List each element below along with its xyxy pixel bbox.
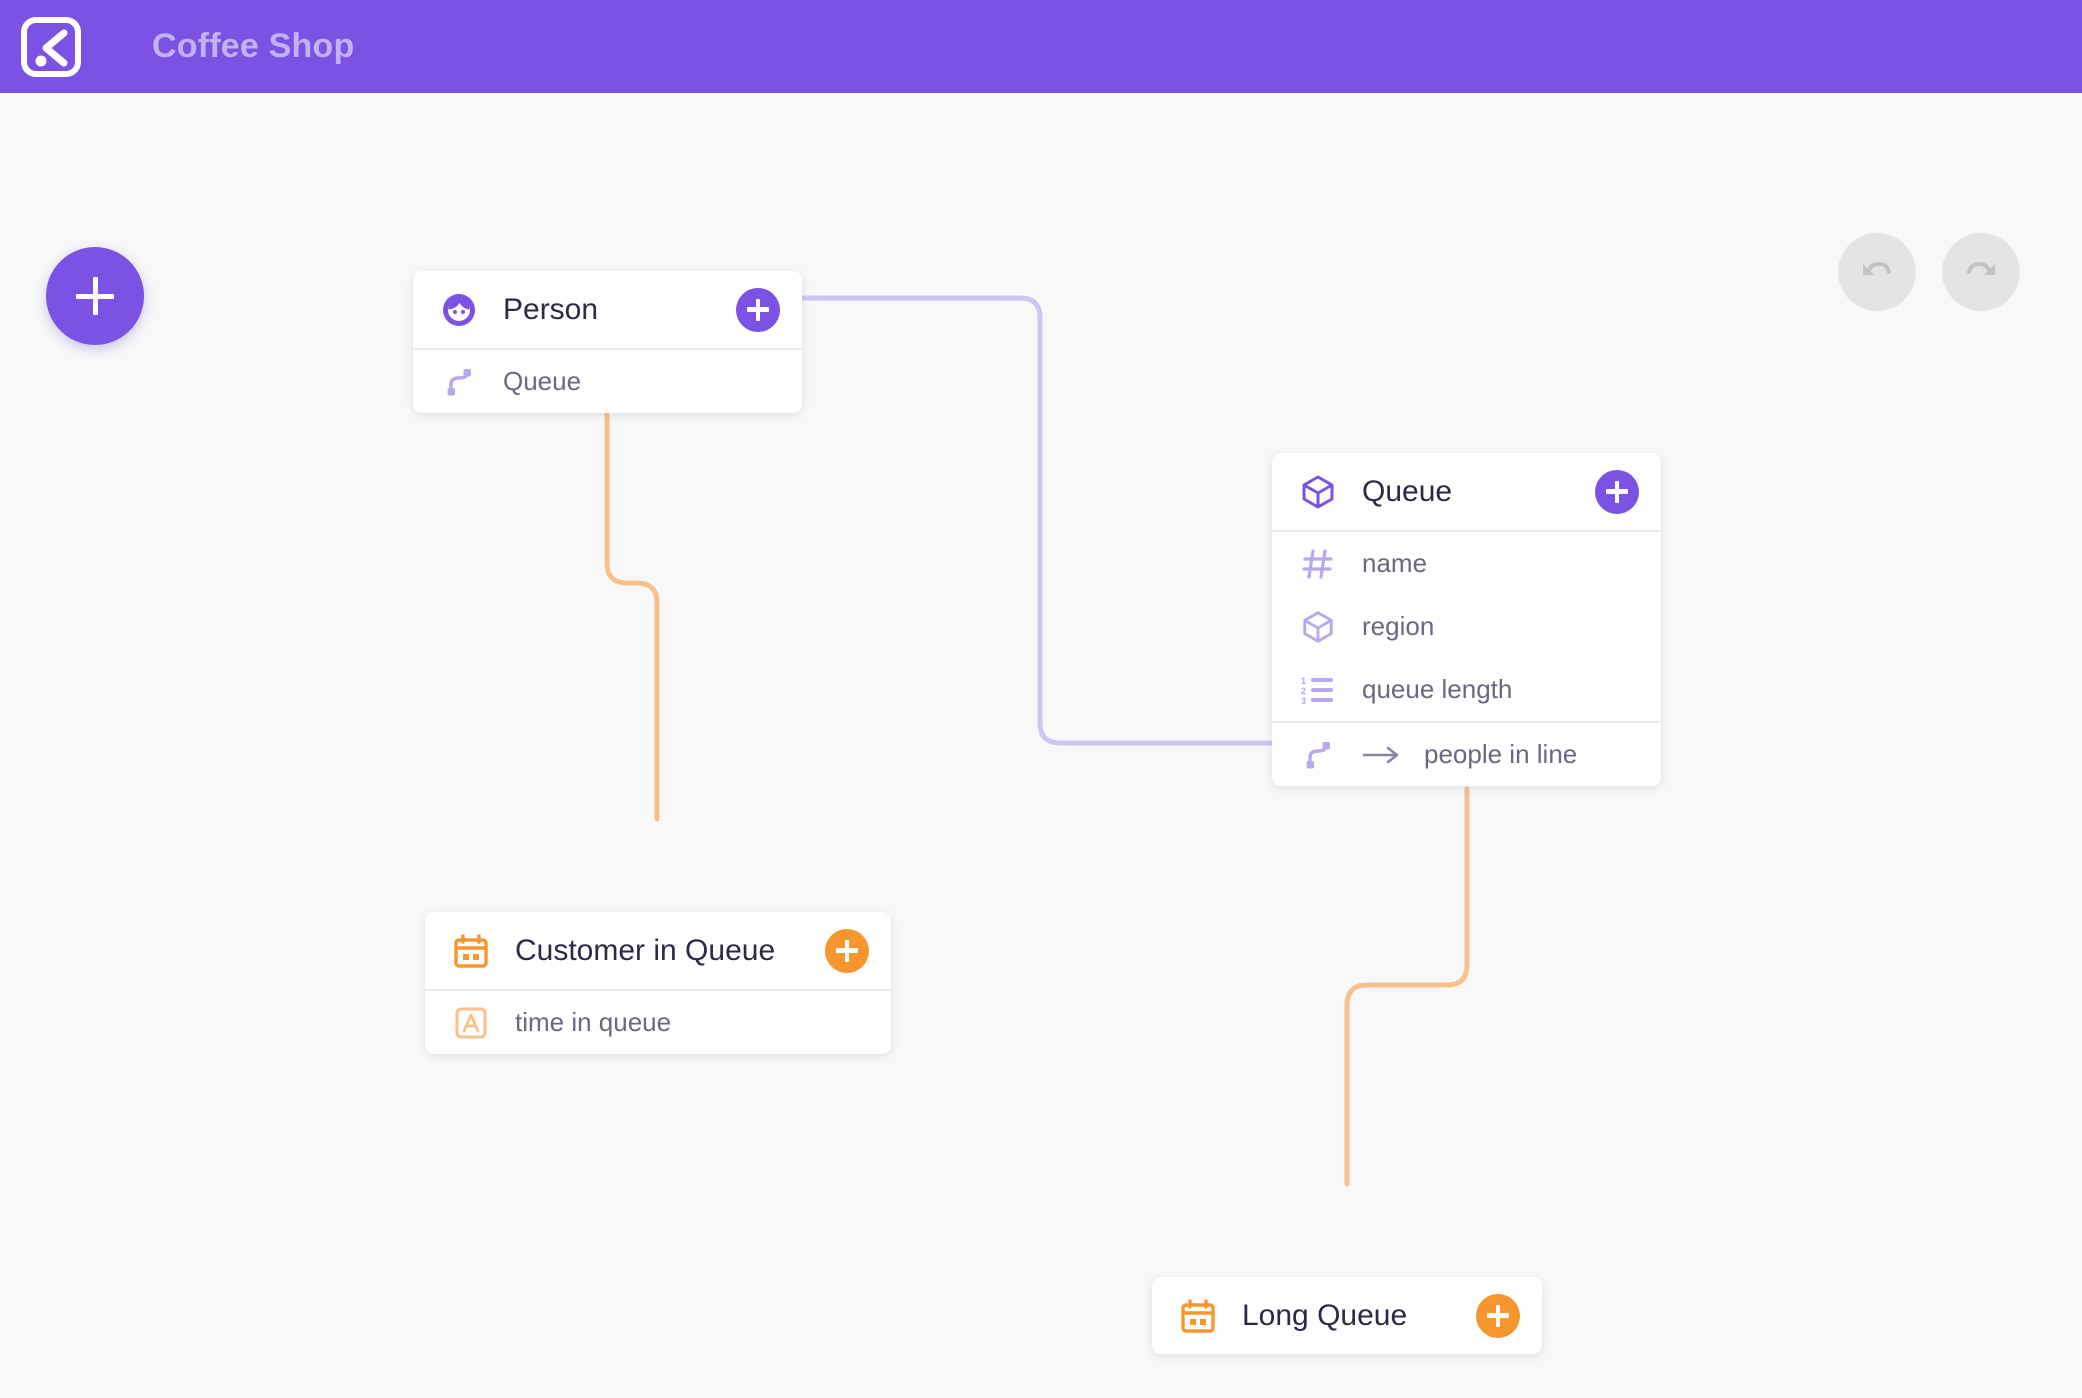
field-label: name — [1362, 548, 1428, 578]
field-row-queue[interactable]: Queue — [413, 350, 802, 413]
redo-arrow-icon — [1961, 251, 2001, 294]
card-title: Long Queue — [1242, 1298, 1408, 1332]
card-title: Queue — [1362, 474, 1453, 508]
kinetic-logo-icon — [20, 16, 82, 78]
history-controls — [1838, 233, 2020, 311]
model-card-customer-in-queue[interactable]: Customer in Queue time in queue — [425, 912, 891, 1054]
relation-icon — [439, 362, 479, 402]
text-a-icon — [451, 1003, 491, 1043]
card-header[interactable]: Customer in Queue — [425, 912, 891, 989]
card-title: Person — [503, 292, 599, 326]
field-row-name[interactable]: name — [1272, 532, 1661, 595]
field-label: queue length — [1362, 674, 1513, 704]
svg-text:3: 3 — [1301, 696, 1306, 706]
add-field-button[interactable] — [1595, 469, 1639, 514]
card-title: Customer in Queue — [515, 933, 776, 967]
arrow-right-icon — [1360, 742, 1404, 768]
plus-icon-vertical — [755, 298, 761, 321]
numbered-list-icon: 1 2 3 — [1298, 670, 1338, 710]
app-header: Coffee Shop — [0, 0, 2082, 93]
connector-edges — [604, 295, 1470, 1187]
field-row-time-in-queue[interactable]: time in queue — [425, 991, 891, 1054]
field-label: Queue — [503, 366, 582, 396]
add-field-button[interactable] — [1476, 1293, 1520, 1338]
undo-arrow-icon — [1857, 251, 1897, 294]
card-header[interactable]: Long Queue — [1152, 1277, 1542, 1354]
relation-icon — [1298, 735, 1338, 775]
field-row-people-in-line[interactable]: people in line — [1272, 723, 1661, 786]
calendar-icon — [451, 931, 491, 971]
field-label: region — [1362, 611, 1435, 641]
add-model-button[interactable] — [46, 247, 144, 345]
card-divider — [1272, 530, 1661, 532]
card-divider — [1272, 721, 1661, 723]
card-divider — [425, 989, 891, 991]
svg-text:1: 1 — [1301, 676, 1306, 686]
cube-icon — [1298, 607, 1338, 647]
field-label: time in queue — [515, 1007, 672, 1037]
undo-button[interactable] — [1838, 233, 1916, 311]
calendar-icon — [1178, 1296, 1218, 1336]
card-header[interactable]: Person — [413, 271, 802, 348]
redo-button[interactable] — [1942, 233, 2020, 311]
cube-icon — [1298, 472, 1338, 512]
model-card-long-queue[interactable]: Long Queue — [1152, 1277, 1542, 1354]
add-field-button[interactable] — [736, 287, 780, 332]
card-header[interactable]: Queue — [1272, 453, 1661, 530]
field-row-queue-length[interactable]: 1 2 3 queue length — [1272, 658, 1661, 721]
add-field-button[interactable] — [825, 928, 869, 973]
plus-icon-vertical — [1614, 480, 1620, 503]
model-card-person[interactable]: Person Queue — [413, 271, 802, 413]
svg-text:2: 2 — [1301, 686, 1306, 696]
page-title: Coffee Shop — [152, 27, 355, 65]
field-label: people in line — [1424, 739, 1578, 769]
model-card-queue[interactable]: Queue name region — [1272, 453, 1661, 786]
plus-icon-vertical — [844, 939, 850, 962]
plus-icon-vertical — [92, 277, 98, 315]
field-row-region[interactable]: region — [1272, 595, 1661, 658]
person-face-icon — [439, 290, 479, 330]
diagram-canvas[interactable]: Person Queue — [0, 93, 2082, 1398]
hash-icon — [1298, 544, 1338, 584]
plus-icon-vertical — [1495, 1304, 1501, 1327]
